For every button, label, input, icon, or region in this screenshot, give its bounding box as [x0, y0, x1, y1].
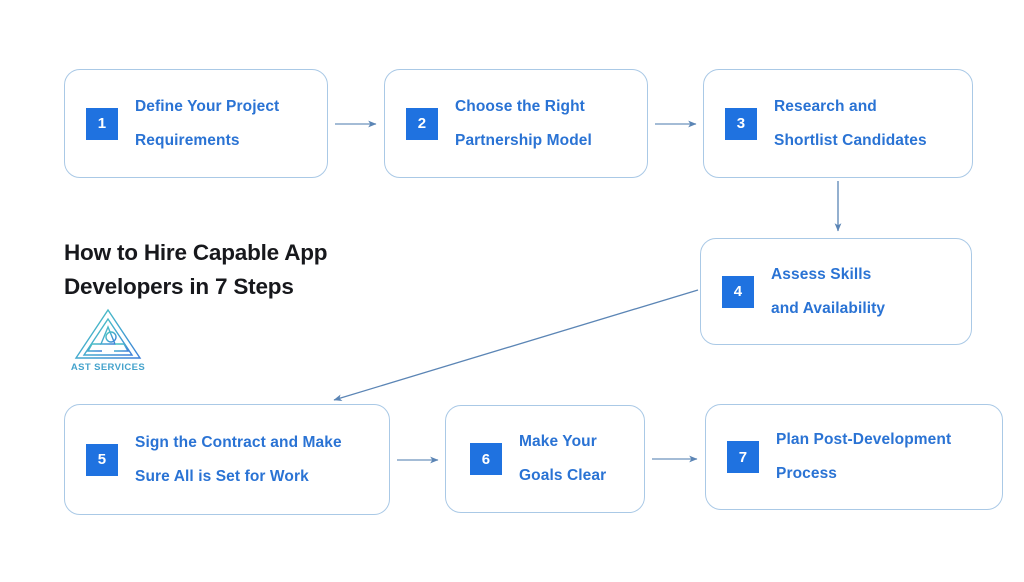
page-title: How to Hire Capable App Developers in 7 …	[64, 236, 404, 304]
step-label-1-line1: Define Your Project	[135, 97, 280, 115]
step-label-6: Make Your Goals Clear	[519, 425, 606, 493]
step-box-7[interactable]: 7 Plan Post-Development Process	[705, 404, 1003, 510]
step-label-4: Assess Skills and Availability	[771, 258, 885, 326]
step-box-6[interactable]: 6 Make Your Goals Clear	[445, 405, 645, 513]
ast-services-logo: AST SERVICES	[68, 304, 148, 376]
step-box-3[interactable]: 3 Research and Shortlist Candidates	[703, 69, 973, 178]
step-label-7-line2: Process	[776, 465, 838, 482]
step-number-badge-3: 3	[725, 107, 757, 140]
step-box-2[interactable]: 2 Choose the Right Partnership Model	[384, 69, 648, 178]
step-label-7-line1: Plan Post-Development	[776, 431, 952, 448]
step-number-badge-1: 1	[86, 107, 118, 140]
step-label-3-line1: Research and	[774, 97, 877, 115]
step-label-1: Define Your Project Requirements	[135, 90, 279, 158]
logo-triangle-mark	[74, 308, 142, 359]
step-label-6-line2: Goals Clear	[519, 467, 607, 484]
step-number-badge-5: 5	[86, 443, 118, 476]
step-box-4[interactable]: 4 Assess Skills and Availability	[700, 238, 972, 345]
step-label-5: Sign the Contract and Make Sure All is S…	[135, 426, 342, 494]
step-label-1-line2: Requirements	[135, 131, 240, 149]
step-label-2-line2: Partnership Model	[455, 131, 592, 149]
step-label-3-line2: Shortlist Candidates	[774, 131, 927, 149]
step-label-3: Research and Shortlist Candidates	[774, 90, 927, 158]
step-label-2: Choose the Right Partnership Model	[455, 90, 592, 158]
step-label-4-line2: and Availability	[771, 299, 886, 317]
step-number-badge-2: 2	[406, 107, 438, 140]
step-label-5-line1: Sign the Contract and Make	[135, 433, 342, 451]
step-label-7: Plan Post-Development Process	[776, 423, 951, 491]
step-label-2-line1: Choose the Right	[455, 97, 585, 115]
step-label-5-line2: Sure All is Set for Work	[135, 467, 309, 485]
arrow-step4-to-step5	[333, 289, 699, 401]
step-number-badge-6: 6	[470, 443, 502, 475]
logo-wordmark: AST SERVICES	[71, 362, 145, 373]
page-title-line2: Developers in 7 Steps	[64, 274, 294, 299]
step-box-1[interactable]: 1 Define Your Project Requirements	[64, 69, 328, 178]
step-label-6-line1: Make Your	[519, 433, 597, 450]
page-title-line1: How to Hire Capable App	[64, 240, 328, 265]
step-number-badge-7: 7	[727, 441, 759, 473]
step-box-5[interactable]: 5 Sign the Contract and Make Sure All is…	[64, 404, 390, 515]
step-label-4-line1: Assess Skills	[771, 265, 872, 283]
step-number-badge-4: 4	[722, 275, 754, 308]
logo-icon: AST SERVICES	[71, 308, 145, 373]
